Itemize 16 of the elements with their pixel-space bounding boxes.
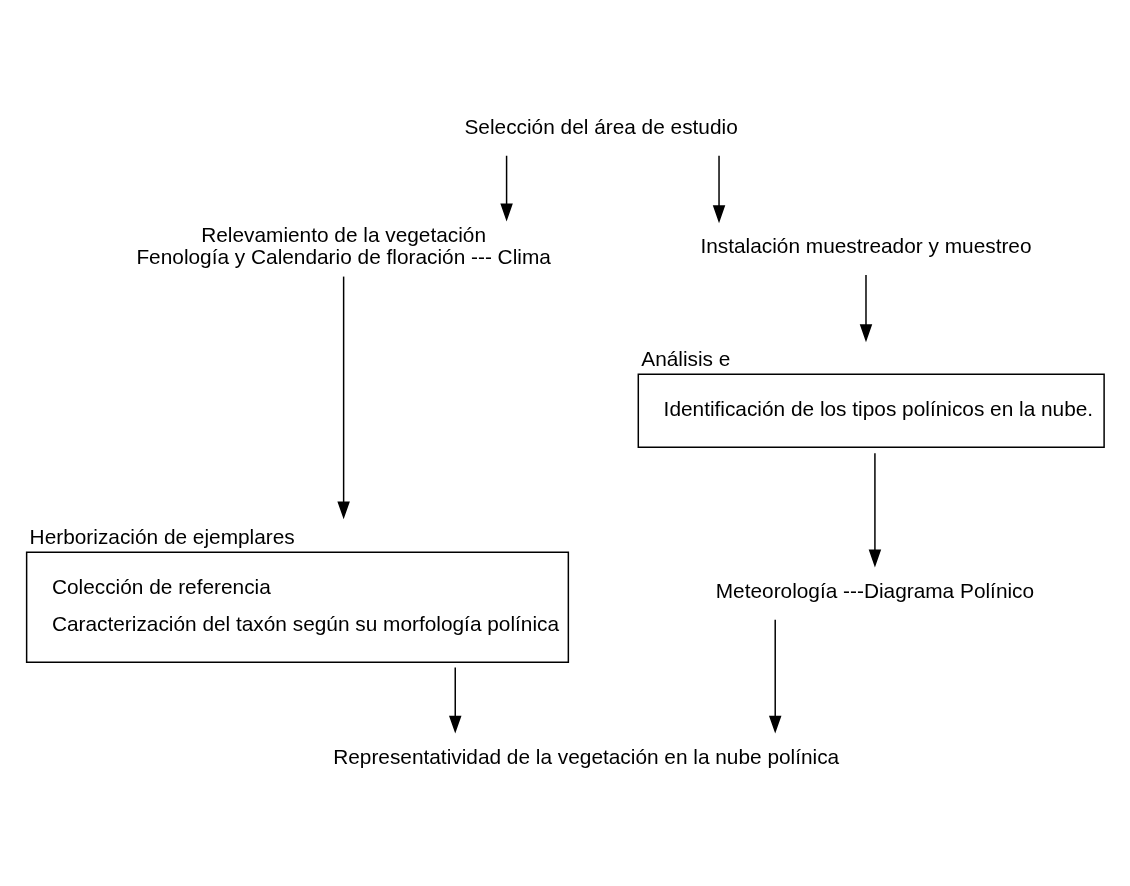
node-text: Selección del área de estudio bbox=[464, 114, 738, 138]
node-text: Meteorología ---Diagrama Polínico bbox=[715, 578, 1035, 602]
arrow bbox=[500, 154, 513, 221]
node-label: Herborización de ejemplares bbox=[29, 524, 295, 548]
arrow bbox=[868, 452, 882, 567]
arrow bbox=[859, 273, 873, 342]
node-label: Análisis e bbox=[641, 346, 731, 370]
node-text: Instalación muestreador y muestreo bbox=[700, 233, 1032, 257]
arrow bbox=[337, 275, 350, 519]
node-text: Representatividad de la vegetación en la nube polínica bbox=[333, 744, 840, 768]
node-text: Relevamiento de la vegetación Fenología y Calendario de floración --- Clima bbox=[136, 222, 551, 268]
arrow bbox=[768, 618, 782, 734]
arrow bbox=[448, 666, 462, 734]
node-box: Colección de referencia Caracterización del taxón según su morfología polínica bbox=[25, 550, 570, 663]
arrow bbox=[712, 154, 726, 223]
node-box: Identificación de los tipos polínicos en la nube. bbox=[637, 373, 1105, 448]
